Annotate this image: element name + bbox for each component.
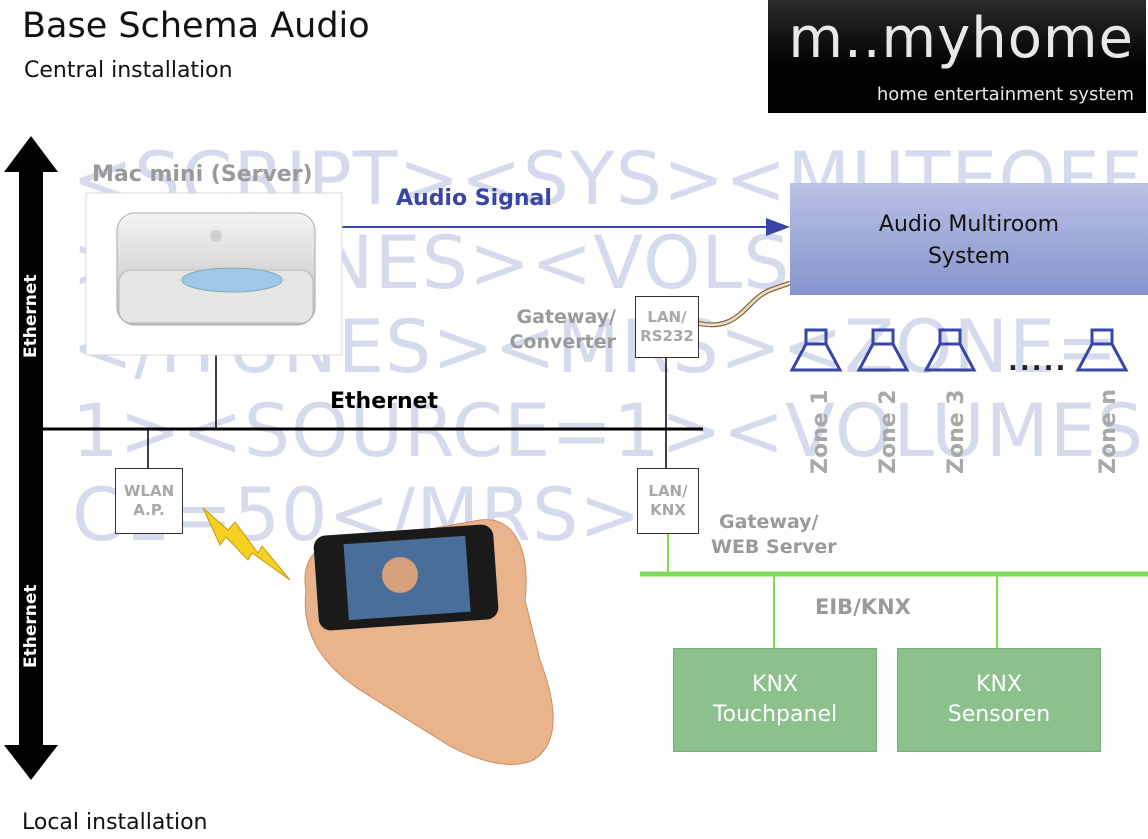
gateway-web-label: Gateway/ WEB Server	[711, 510, 837, 560]
server-label: Mac mini (Server)	[92, 162, 313, 187]
mac-mini-image	[85, 192, 343, 356]
wlan-ap-box: WLAN A.P.	[115, 468, 183, 534]
page-subtitle: Central installation	[24, 58, 233, 83]
gateway-web-line2: WEB Server	[711, 536, 837, 558]
footer-label: Local installation	[22, 810, 208, 835]
speaker-icon	[856, 328, 910, 372]
knx-touchpanel-line2: Touchpanel	[712, 702, 838, 727]
ethernet-vertical-arrow	[4, 136, 58, 780]
ethernet-bus-label: Ethernet	[330, 389, 439, 414]
knx-sensoren-line1: KNX	[976, 672, 1022, 697]
logo-wordmark: m..myhome	[788, 6, 1134, 71]
ethernet-vertical-label-top: Ethernet	[21, 274, 41, 358]
lan-knx-line2: KNX	[650, 501, 686, 519]
eib-knx-label: EIB/KNX	[815, 595, 911, 619]
knx-sensoren-line2: Sensoren	[947, 702, 1051, 727]
gateway-converter-label: Gateway/ Converter	[506, 305, 616, 355]
lan-rs232-line2: RS232	[640, 327, 694, 345]
audio-multiroom-box	[790, 183, 1148, 295]
zone-1-label: Zone 1	[808, 389, 833, 474]
lan-rs232-line1: LAN/	[647, 308, 687, 326]
lan-knx-line1: LAN/	[648, 482, 688, 500]
brand-logo: m..myhome home entertainment system	[768, 0, 1146, 113]
knx-sensoren-box: KNX Sensoren	[897, 648, 1101, 752]
knx-touchpanel-line1: KNX	[752, 672, 798, 697]
audio-multiroom-line2: System	[927, 244, 1011, 269]
ethernet-vertical-label-bottom: Ethernet	[21, 584, 41, 668]
gateway-converter-line2: Converter	[509, 331, 616, 353]
zone-2-label: Zone 2	[876, 389, 901, 474]
page-title: Base Schema Audio	[22, 6, 370, 46]
zone-3-label: Zone 3	[944, 389, 969, 474]
hand-with-ipod-image	[304, 519, 554, 765]
wlan-line2: A.P.	[133, 501, 165, 519]
audio-multiroom-label: Audio Multiroom System	[790, 209, 1148, 273]
wireless-bolt-icon	[202, 507, 291, 581]
knx-touchpanel-box: KNX Touchpanel	[673, 648, 877, 752]
lan-knx-box: LAN/ KNX	[637, 468, 699, 534]
zone-ellipsis: .....	[1008, 347, 1068, 377]
gateway-converter-line1: Gateway/	[516, 306, 617, 328]
gateway-web-line1: Gateway/	[719, 511, 819, 533]
speaker-icon	[789, 328, 843, 372]
logo-tagline: home entertainment system	[876, 84, 1134, 105]
zone-n-label: Zone n	[1096, 389, 1121, 474]
audio-multiroom-line1: Audio Multiroom	[878, 212, 1060, 237]
wlan-line1: WLAN	[123, 482, 175, 500]
audio-signal-arrowhead	[766, 218, 790, 236]
serial-cable	[696, 280, 791, 328]
lan-rs232-box: LAN/ RS232	[635, 296, 699, 358]
audio-signal-label: Audio Signal	[396, 186, 552, 211]
speaker-icon	[923, 328, 977, 372]
speaker-icon	[1075, 328, 1129, 372]
speakers	[789, 328, 1129, 372]
